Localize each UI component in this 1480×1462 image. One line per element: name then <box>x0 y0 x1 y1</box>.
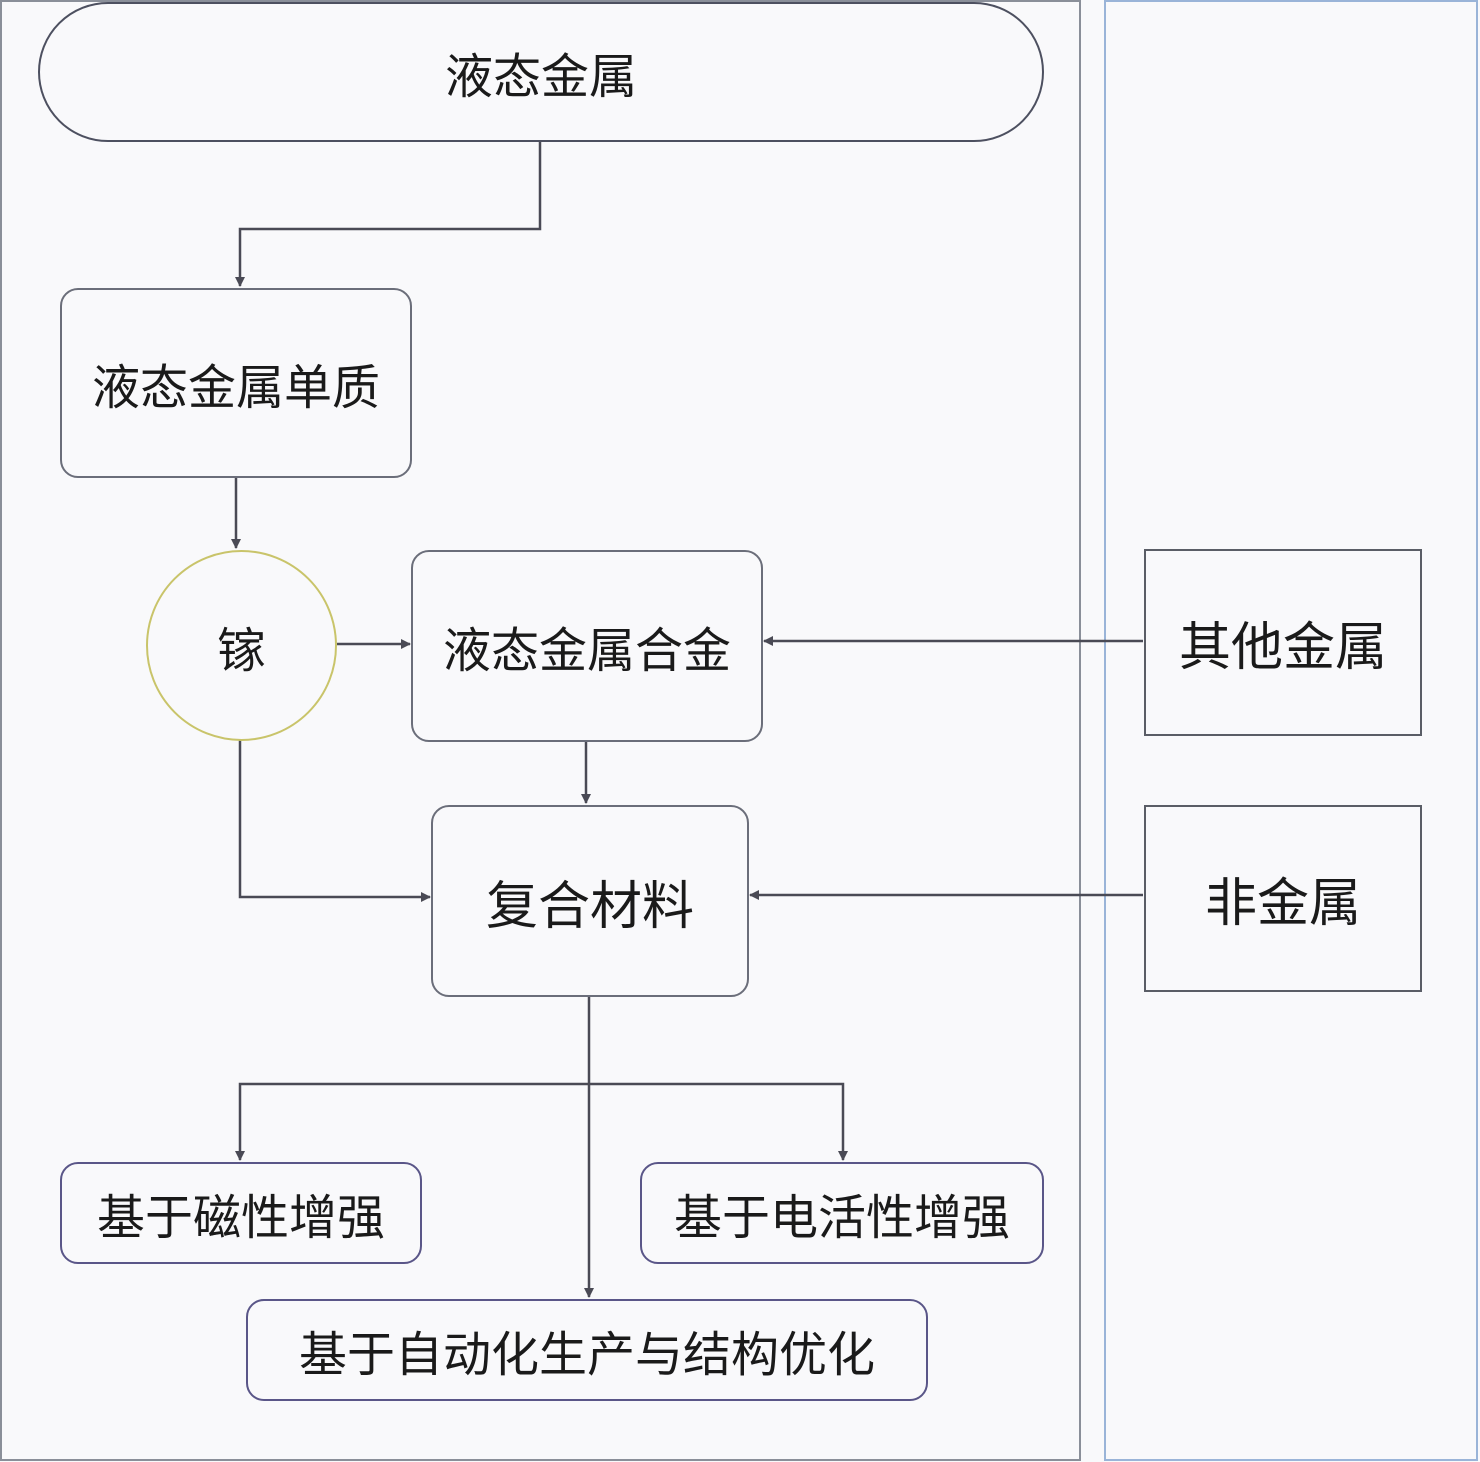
arrow-composite-to-magnetic <box>235 1082 589 1161</box>
arrow-liquid-metal-to-elemental <box>235 142 542 287</box>
gallium-label: 镓 <box>217 622 266 679</box>
other-metals-label: 其他金属 <box>1178 618 1387 678</box>
gallium-node: 镓 <box>146 550 337 741</box>
non-metal-node: 非金属 <box>1144 805 1422 992</box>
liquid-metal-alloy-node: 液态金属合金 <box>411 550 763 742</box>
composite-material-label: 复合材料 <box>485 876 694 937</box>
magnetic-enhancement-label: 基于磁性增强 <box>96 1190 385 1246</box>
automation-structure-optimization-node: 基于自动化生产与结构优化 <box>246 1299 928 1401</box>
liquid-metal-alloy-label: 液态金属合金 <box>442 623 731 679</box>
arrow-gallium-to-composite <box>238 740 431 902</box>
liquid-metal-label: 液态金属 <box>444 49 637 105</box>
non-metal-label: 非金属 <box>1204 874 1361 934</box>
liquid-metal-elemental-label: 液态金属单质 <box>91 360 380 416</box>
liquid-metal-node: 液态金属 <box>38 2 1044 142</box>
composite-material-node: 复合材料 <box>431 805 749 997</box>
magnetic-enhancement-node: 基于磁性增强 <box>60 1162 422 1264</box>
other-metals-node: 其他金属 <box>1144 549 1422 736</box>
arrow-composite-to-electroactive <box>589 1082 848 1161</box>
electroactive-enhancement-node: 基于电活性增强 <box>640 1162 1044 1264</box>
automation-structure-optimization-label: 基于自动化生产与结构优化 <box>298 1327 875 1383</box>
liquid-metal-elemental-node: 液态金属单质 <box>60 288 412 478</box>
electroactive-enhancement-label: 基于电活性增强 <box>673 1190 1010 1246</box>
